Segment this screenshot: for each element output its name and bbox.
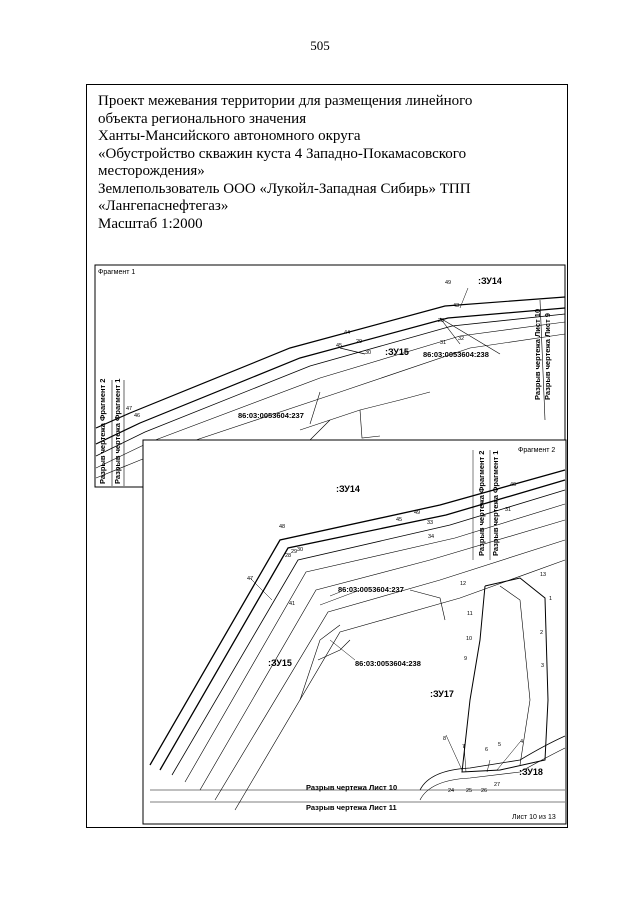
f2-point-27: 27	[494, 782, 500, 788]
f2-parcel-237: 86:03:0053604:237	[338, 585, 404, 594]
title-line-1: Проект межевания территории для размещен…	[98, 93, 473, 109]
f1-point-43: 43	[453, 303, 459, 309]
f1-zone-zu15: :ЗУ15	[385, 347, 409, 357]
f2-point-10: 10	[466, 636, 472, 642]
title-line-3: Ханты-Мансийского автономного округа	[98, 128, 361, 144]
f2-point-28: 28	[285, 553, 291, 559]
fragment2-label: Фрагмент 2	[518, 447, 555, 454]
f1-parcel-238: 86:03:0053604:238	[423, 350, 489, 359]
title-line-6: Землепользователь ООО «Лукойл-Западная С…	[98, 180, 471, 197]
f1-break-frag1: Разрыв чертежа Фрагмент 1	[113, 379, 122, 484]
f2-point-45: 45	[396, 517, 402, 523]
f2-point-33: 33	[427, 520, 433, 526]
f2-zone-zu15: :ЗУ15	[268, 658, 292, 668]
f1-parcel-237: 86:03:0053604:237	[238, 411, 304, 420]
f2-point-11: 11	[467, 611, 473, 617]
f1-point-30: 30	[365, 350, 371, 356]
f2-point-29: 29	[291, 549, 297, 555]
f2-point-25: 25	[466, 788, 472, 794]
f2-point-6: 6	[485, 747, 488, 753]
f2-point-13: 13	[540, 572, 546, 578]
f2-point-2: 2	[540, 630, 543, 636]
f2-point-34: 34	[428, 534, 434, 540]
fragment2-lines	[149, 450, 566, 811]
f2-point-31: 31	[505, 507, 511, 513]
f2-point-47: 47	[247, 576, 253, 582]
f2-point-4: 4	[520, 739, 523, 745]
f2-zone-zu18: :ЗУ18	[519, 767, 543, 777]
f2-zone-zu17: :ЗУ17	[430, 689, 454, 699]
f1-point-32: 32	[458, 336, 464, 342]
f1-break-sheet10: Разрыв чертежа Лист 10	[533, 309, 542, 400]
f2-break-frag1: Разрыв чертежа Фрагмент 1	[491, 451, 500, 556]
f1-point-28: 28	[438, 318, 444, 324]
f1-point-29: 29	[356, 339, 362, 345]
f2-zone-zu14: :ЗУ14	[336, 484, 360, 494]
f2-point-48: 48	[279, 524, 285, 530]
page-number: 505	[310, 38, 330, 53]
title-line-8: Масштаб 1:2000	[98, 215, 203, 232]
f2-point-41: 41	[289, 601, 295, 607]
f2-point-30: 30	[297, 547, 303, 553]
title-line-4: «Обустройство скважин куста 4 Западно-По…	[98, 145, 467, 162]
f2-point-1: 1	[549, 596, 552, 602]
sheet-frame	[86, 84, 568, 828]
f2-point-12: 12	[460, 581, 466, 587]
f2-point-46: 46	[510, 482, 516, 488]
f2-point-26: 26	[481, 788, 487, 794]
f1-point-46: 46	[134, 413, 140, 419]
f1-zone-zu14: :ЗУ14	[478, 276, 502, 286]
f1-point-47: 47	[126, 406, 132, 412]
fragment1-label: Фрагмент 1	[98, 269, 135, 276]
title-line-7: «Лангепаснефтегаз»	[98, 198, 229, 214]
title-block: Проект межевания территории для размещен…	[98, 93, 558, 233]
f1-break-frag2: Разрыв чертежа Фрагмент 2	[98, 379, 107, 484]
f1-point-44: 44	[344, 330, 350, 336]
f2-parcel-238: 86:03:0053604:238	[355, 659, 421, 668]
f2-point-9: 9	[464, 656, 467, 662]
f2-point-5: 5	[498, 742, 501, 748]
f2-point-3: 3	[541, 663, 544, 669]
f1-break-sheet9: Разрыв чертежа Лист 9	[543, 313, 552, 400]
title-line-5: месторождения»	[98, 163, 205, 179]
f2-point-7: 7	[462, 744, 465, 750]
fragment2-frame	[142, 439, 567, 825]
fragment1-lines	[95, 287, 566, 486]
title-line-2: объекта регионального значения	[98, 110, 307, 127]
f2-break-sheet11: Разрыв чертежа Лист 11	[306, 803, 397, 812]
f2-point-8: 8	[443, 736, 446, 742]
f2-point-24: 24	[448, 788, 454, 794]
f2-sheet-info: Лист 10 из 13	[512, 814, 556, 821]
f2-point-49: 49	[414, 510, 420, 516]
f2-break-sheet10: Разрыв чертежа Лист 10	[306, 783, 397, 792]
f2-break-frag2: Разрыв чертежа Фрагмент 2	[477, 451, 486, 556]
f1-point-31: 31	[440, 340, 446, 346]
f1-point-45: 45	[336, 343, 342, 349]
f1-point-49: 49	[445, 280, 451, 286]
